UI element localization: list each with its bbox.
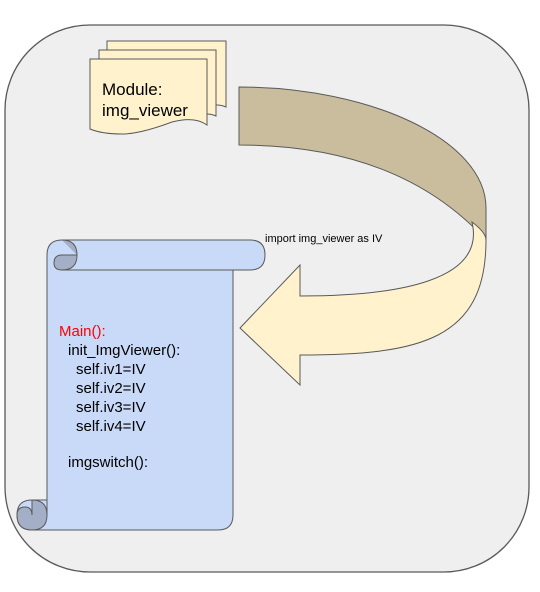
- main-function-label: Main():: [59, 323, 106, 340]
- scroll: Main(): init_ImgViewer(): self.iv1=IV se…: [16, 239, 266, 531]
- scroll-top-curl: [53, 239, 78, 271]
- module-document-front: [89, 58, 208, 135]
- import-statement: import img_viewer as IV: [265, 233, 383, 245]
- code-line-imgswitch: imgswitch():: [68, 454, 148, 471]
- code-line-iv2: self.iv2=IV: [76, 380, 146, 397]
- code-line-iv3: self.iv3=IV: [76, 399, 146, 416]
- module-label-line2: img_viewer: [102, 101, 188, 120]
- module-label-line1: Module:: [102, 80, 162, 99]
- code-line-init: init_ImgViewer():: [68, 342, 180, 359]
- code-line-iv4: self.iv4=IV: [76, 418, 146, 435]
- curved-arrow-back: [238, 86, 487, 242]
- curved-arrow-front: [239, 220, 487, 387]
- module-document-stack: Module: img_viewer: [89, 40, 227, 135]
- code-line-iv1: self.iv1=IV: [76, 361, 146, 378]
